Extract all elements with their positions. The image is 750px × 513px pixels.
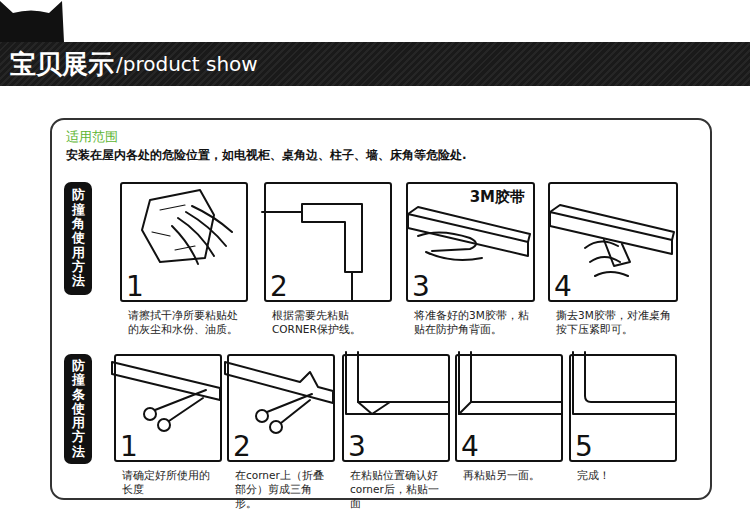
header-band: 宝贝展示/product show (0, 42, 750, 86)
step-caption: 完成！ (577, 468, 673, 482)
corner-guard-sketch (262, 204, 362, 300)
step-number: 2 (270, 273, 288, 301)
frame-corner (573, 352, 675, 414)
description: 安装在屋内各处的危险位置，如电视柜、桌角边、柱子、墙、床角等危险处. (66, 147, 467, 164)
row-label: 防撞角使用方法 (64, 182, 92, 295)
step-panel: 3在粘贴位置确认好corner后，粘贴一面 (342, 354, 450, 462)
content-panel: 适用范围安装在屋内各处的危险位置，如电视柜、桌角边、柱子、墙、床角等危险处. 防撞… (50, 118, 712, 500)
frame-corner (459, 352, 561, 414)
step-caption: 将准备好的3M胶带，粘贴在防护角背面。 (414, 308, 531, 336)
strip-scissors (112, 362, 220, 431)
section-heading: 适用范围 (66, 128, 118, 146)
step-number: 1 (126, 273, 144, 301)
step-panel: 2在corner上（折叠部分）剪成三角形。 (227, 354, 335, 462)
step-panel: 4再粘贴另一面。 (455, 354, 563, 462)
tape-on-guard (408, 207, 530, 260)
label: 防撞角使用方法 (72, 188, 85, 288)
frame-corner (346, 352, 448, 414)
row-label: 防撞条使用方法 (64, 354, 92, 464)
peel-tape (550, 205, 674, 276)
subheading: /product show (116, 52, 258, 76)
step-panel: 1请确定好所使用的长度 (114, 354, 222, 462)
step-panel: 1请擦拭干净所要粘贴处的灰尘和水份、油质。 (120, 182, 248, 302)
step-caption: 撕去3M胶带，对准桌角按下压紧即可。 (556, 308, 674, 336)
step-number: 5 (575, 433, 593, 461)
label: 防撞条使用方法 (72, 359, 85, 459)
step-number: 3 (412, 273, 430, 301)
step-number: 1 (120, 433, 138, 461)
step-number: 4 (554, 273, 572, 301)
step-panel: 4撕去3M胶带，对准桌角按下压紧即可。 (548, 182, 678, 302)
strip-cut-scissors (225, 362, 333, 433)
wipe-cloth-hand (142, 190, 232, 264)
step-panel: 2根据需要先粘贴CORNER保护线。 (264, 182, 392, 302)
step-caption: 请确定好所使用的长度 (122, 468, 218, 496)
heading: 宝贝展示 (10, 47, 114, 82)
step-number: 2 (233, 433, 251, 461)
step-number: 4 (461, 433, 479, 461)
step-panel: 3M胶带3将准备好的3M胶带，粘贴在防护角背面。 (406, 182, 535, 302)
step-number: 3 (348, 433, 366, 461)
step-caption: 在corner上（折叠部分）剪成三角形。 (235, 468, 331, 511)
step-panel: 5完成！ (569, 354, 677, 462)
step-caption: 请擦拭干净所要粘贴处的灰尘和水份、油质。 (128, 308, 244, 336)
step-caption: 再粘贴另一面。 (463, 468, 559, 482)
tape-label: 3M胶带 (470, 188, 525, 207)
cat-ears (0, 1, 64, 42)
step-caption: 在粘贴位置确认好corner后，粘贴一面 (350, 468, 446, 511)
step-caption: 根据需要先粘贴CORNER保护线。 (272, 308, 388, 336)
